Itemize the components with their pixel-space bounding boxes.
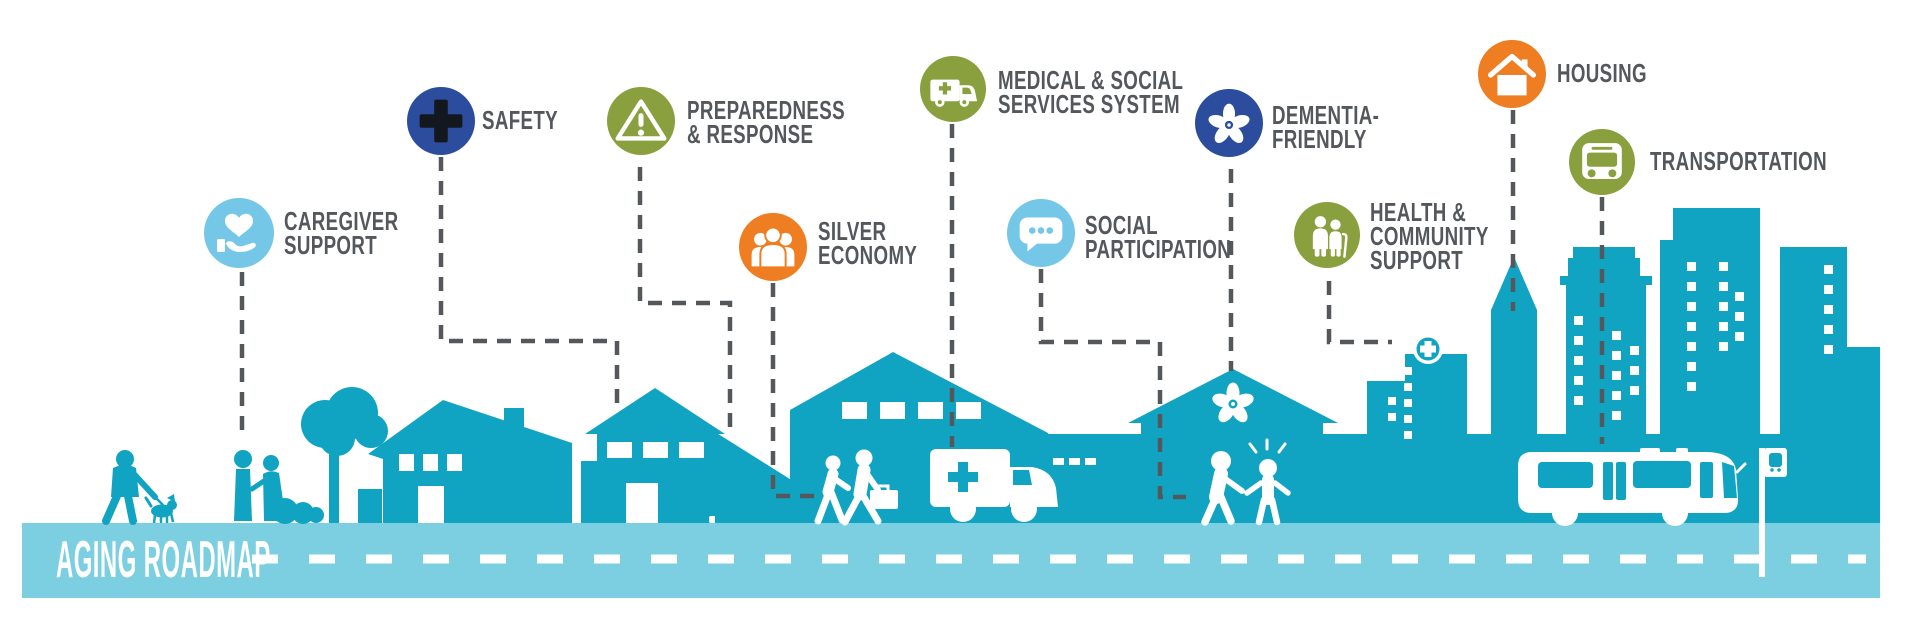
connector-safety	[438, 157, 620, 412]
clinic-house-windows	[842, 402, 981, 419]
dementia-house-people	[1201, 438, 1291, 526]
caregiver-support-label: CAREGIVER SUPPORT	[284, 206, 399, 260]
health-community-label: HEALTH & COMMUNITY SUPPORT	[1370, 197, 1489, 275]
tower-windows	[1574, 316, 1639, 420]
ambulance-icon	[930, 79, 978, 107]
bus-stop-sign	[1759, 448, 1787, 577]
housing-badge	[1478, 40, 1546, 108]
flower-emblem	[1212, 382, 1254, 423]
elderly-couple-icon	[1312, 216, 1348, 258]
connector-preparedness	[637, 167, 733, 432]
building-a-windows	[1687, 262, 1744, 391]
preparedness-label: PREPAREDNESS & RESPONSE	[687, 95, 845, 149]
office-building-b	[1780, 247, 1847, 523]
safety-label: SAFETY	[482, 105, 559, 135]
social-participation-badge	[1007, 199, 1075, 267]
dog	[144, 494, 177, 524]
briefcase	[870, 484, 898, 509]
house-one-door	[418, 486, 444, 523]
caregiver-support-badge	[204, 198, 274, 268]
pedestrians-crossing	[814, 449, 898, 526]
white-foreground	[814, 438, 1787, 577]
house-one	[368, 400, 572, 523]
social-participation-label: SOCIAL PARTICIPATION	[1085, 210, 1232, 264]
flower-icon	[1208, 103, 1250, 143]
hospital	[1367, 334, 1467, 523]
alert-sparks	[1248, 438, 1287, 454]
housing-label: HOUSING	[1557, 58, 1647, 88]
transportation-badge	[1569, 129, 1635, 195]
bus-icon	[1582, 143, 1622, 179]
person-walking-dog	[102, 450, 177, 525]
medical-services-label: MEDICAL & SOCIAL SERVICES SYSTEM	[998, 65, 1184, 119]
speech-bubble-icon	[1019, 217, 1063, 252]
house-one-windows	[399, 454, 462, 471]
house-two-door	[626, 483, 658, 523]
bush	[272, 498, 324, 524]
house-two	[585, 388, 725, 523]
house-icon	[1487, 53, 1537, 96]
shed	[715, 432, 793, 523]
connector-silver-economy	[770, 283, 816, 499]
hospital-windows	[1388, 367, 1412, 439]
city-silhouette	[102, 208, 1880, 525]
hospital-cross-sign	[1413, 334, 1443, 364]
road-band	[22, 523, 1880, 598]
fence-wall	[581, 461, 599, 523]
dementia-friendly-badge	[1195, 89, 1263, 157]
garden-wall	[358, 489, 382, 523]
house-two-windows	[607, 442, 704, 458]
ambulance	[930, 449, 1058, 522]
connector-social-participation	[1038, 269, 1186, 500]
office-building-c	[1847, 347, 1880, 523]
preparedness-badge	[607, 87, 675, 155]
dog-leash	[154, 496, 164, 506]
dementia-friendly-label: DEMENTIA- FRIENDLY	[1272, 100, 1380, 154]
connector-lines	[239, 110, 1605, 500]
medical-cross-icon	[419, 99, 463, 143]
bus-mirror	[1735, 462, 1747, 474]
medical-services-badge	[920, 56, 986, 122]
building-b-windows	[1824, 265, 1833, 354]
connector-health-community	[1326, 281, 1392, 345]
dementia-house	[1128, 369, 1338, 523]
tree	[301, 387, 388, 523]
ambulance-cross	[948, 462, 978, 492]
roadmap-title: AGING ROADMAP	[56, 531, 271, 589]
warning-triangle-icon	[615, 99, 667, 141]
silver-economy-label: SILVER ECONOMY	[818, 216, 918, 270]
bus-windows	[1538, 461, 1737, 500]
wall-vents	[1053, 458, 1096, 465]
safety-badge	[407, 87, 475, 155]
transportation-label: TRANSPORTATION	[1650, 146, 1827, 176]
silver-economy-badge	[739, 213, 807, 281]
bus	[1518, 448, 1747, 526]
heart-in-hand-icon	[217, 213, 256, 252]
health-community-badge	[1294, 202, 1360, 268]
people-group-icon	[751, 226, 795, 269]
